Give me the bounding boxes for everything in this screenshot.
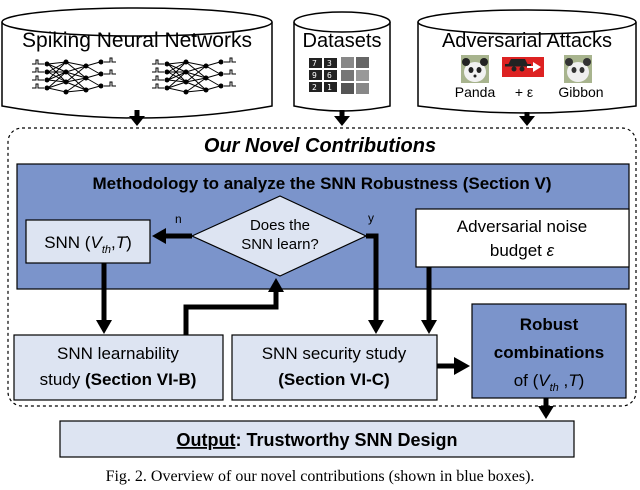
spy-hacker-icon <box>502 57 544 77</box>
panda-image <box>461 55 489 83</box>
decision-yes-label: y <box>368 211 374 225</box>
gibbon-image <box>564 55 592 83</box>
flow-connectors <box>101 233 549 408</box>
security-line2: (Section VI-C) <box>278 370 389 389</box>
robust-line2: combinations <box>494 343 605 362</box>
decision-line2: SNN learn? <box>241 236 319 253</box>
svg-text:2: 2 <box>312 83 317 92</box>
noise-budget-line1: Adversarial noise <box>457 217 587 236</box>
svg-text:6: 6 <box>327 71 332 80</box>
robust-line1: Robust <box>520 315 579 334</box>
svg-text:1: 1 <box>327 83 332 92</box>
robust-combinations-box: Robust combinations of (Vth ,T) <box>471 303 627 399</box>
svg-text:Output: Trustworthy SNN Design: Output: Trustworthy SNN Design <box>176 430 457 450</box>
svg-text:study (Section VI-B): study (Section VI-B) <box>40 370 197 389</box>
panda-label: Panda <box>455 84 496 100</box>
learnability-line1: SNN learnability <box>57 344 179 363</box>
snn-params-box: SNN (Vth,T) <box>25 219 151 264</box>
contributions-title: Our Novel Contributions <box>204 135 436 157</box>
svg-text:3: 3 <box>327 59 332 68</box>
snn-input-cylinder: Spiking Neural Networks <box>1 7 273 119</box>
svg-text:9: 9 <box>312 71 317 80</box>
output-box: Output: Trustworthy SNN Design <box>59 420 575 458</box>
decision-no-label: n <box>175 212 182 226</box>
spiking-network-icon <box>152 57 236 93</box>
learnability-study-box: SNN learnability study (Section VI-B) <box>13 334 224 401</box>
svg-text:7: 7 <box>312 59 317 68</box>
svg-text:budget ε: budget ε <box>490 241 555 260</box>
figure-caption: Fig. 2. Overview of our novel contributi… <box>106 468 535 485</box>
svg-text:SNN (Vth,T): SNN (Vth,T) <box>44 233 132 256</box>
decision-line1: Does the <box>250 217 310 234</box>
noise-budget-box: Adversarial noise budget ε <box>415 208 630 268</box>
dataset-thumbnails-icon: 7 3 9 6 2 1 <box>309 57 369 94</box>
svg-text:of (Vth ,T): of (Vth ,T) <box>514 371 585 394</box>
spiking-network-icon <box>32 57 116 93</box>
datasets-input-title: Datasets <box>303 30 382 52</box>
gibbon-label: Gibbon <box>558 84 603 100</box>
flow-arrowheads <box>96 228 554 419</box>
snn-input-title: Spiking Neural Networks <box>22 29 252 52</box>
datasets-input-cylinder: Datasets 7 3 9 6 2 1 <box>293 11 391 112</box>
methodology-title: Methodology to analyze the SNN Robustnes… <box>92 174 551 193</box>
security-line1: SNN security study <box>262 344 407 363</box>
attacks-input-cylinder: Adversarial Attacks Panda + ε Gibbon <box>417 9 637 114</box>
security-study-box: SNN security study (Section VI-C) <box>231 334 438 401</box>
noise-epsilon-label: + ε <box>515 84 533 100</box>
attacks-input-title: Adversarial Attacks <box>442 30 612 52</box>
